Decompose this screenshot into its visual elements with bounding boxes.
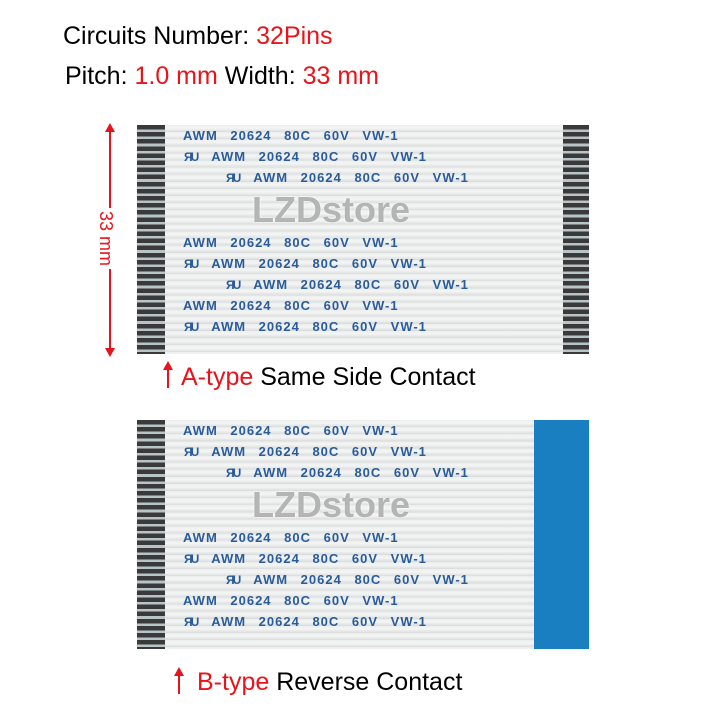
ul-mark-icon: ЯU — [184, 150, 199, 164]
description: Same Side Contact — [253, 363, 476, 391]
cable-print-row: ЯU AWM 20624 80C 60V VW-1 — [226, 465, 469, 480]
print-text: AWM 20624 80C 60V VW-1 — [253, 277, 469, 292]
cable-print-row: ЯU AWM 20624 80C 60V VW-1 — [226, 170, 469, 185]
watermark: LZDstore — [252, 189, 411, 230]
type: B-type — [197, 668, 270, 696]
print-text: AWM 20624 80C 60V VW-1 — [211, 149, 427, 164]
ul-mark-icon: ЯU — [226, 466, 241, 480]
print-text: AWM 20624 80C 60V VW-1 — [183, 298, 399, 313]
left-contacts — [137, 420, 165, 649]
cable-print-row: AWM 20624 80C 60V VW-1 — [183, 128, 399, 143]
print-text: AWM 20624 80C 60V VW-1 — [253, 170, 469, 185]
label: Circuits Number: — [63, 22, 257, 50]
ul-mark-icon: ЯU — [184, 552, 199, 566]
print-text: AWM 20624 80C 60V VW-1 — [253, 465, 469, 480]
print-text: AWM 20624 80C 60V VW-1 — [183, 128, 399, 143]
cable-print-row: ЯU AWM 20624 80C 60V VW-1 — [226, 572, 469, 587]
dimension-arrow-up — [105, 123, 115, 240]
ul-mark-icon: ЯU — [184, 320, 199, 334]
cable-print-row: AWM 20624 80C 60V VW-1 — [183, 530, 399, 545]
cable-print-row: ЯU AWM 20624 80C 60V VW-1 — [184, 614, 427, 629]
blue-stiffener — [534, 420, 589, 649]
value: 32Pins — [256, 22, 333, 50]
cable-print-row: ЯU AWM 20624 80C 60V VW-1 — [184, 149, 427, 164]
print-text: AWM 20624 80C 60V VW-1 — [183, 593, 399, 608]
description: Reverse Contact — [269, 668, 463, 696]
ul-mark-icon: ЯU — [184, 257, 199, 271]
left-contacts — [137, 125, 165, 354]
print-text: AWM 20624 80C 60V VW-1 — [253, 572, 469, 587]
cable-print-row: ЯU AWM 20624 80C 60V VW-1 — [184, 319, 427, 334]
watermark: LZDstore — [252, 484, 411, 525]
arrow-up-icon — [174, 667, 184, 694]
value: 1.0 mm — [134, 62, 218, 90]
arrow-up-icon — [163, 361, 173, 388]
cable-print-row: ЯU AWM 20624 80C 60V VW-1 — [184, 444, 427, 459]
cable-print-row: AWM 20624 80C 60V VW-1 — [183, 235, 399, 250]
cable-print-row: AWM 20624 80C 60V VW-1 — [183, 423, 399, 438]
type: A-type — [181, 363, 254, 391]
print-text: AWM 20624 80C 60V VW-1 — [211, 614, 427, 629]
cable-print-row: ЯU AWM 20624 80C 60V VW-1 — [184, 551, 427, 566]
cable-print-row: AWM 20624 80C 60V VW-1 — [183, 593, 399, 608]
ul-mark-icon: ЯU — [226, 278, 241, 292]
cable-print-row: ЯU AWM 20624 80C 60V VW-1 — [184, 256, 427, 271]
print-text: AWM 20624 80C 60V VW-1 — [211, 444, 427, 459]
print-text: AWM 20624 80C 60V VW-1 — [183, 423, 399, 438]
cable-print-row: ЯU AWM 20624 80C 60V VW-1 — [226, 277, 469, 292]
label: Width: — [217, 62, 303, 90]
print-text: AWM 20624 80C 60V VW-1 — [211, 256, 427, 271]
label: Pitch: — [65, 62, 135, 90]
ul-mark-icon: ЯU — [226, 573, 241, 587]
right-contacts — [563, 125, 589, 354]
b-type-label: B-type Reverse Contact — [197, 668, 462, 697]
ul-mark-icon: ЯU — [184, 615, 199, 629]
pitch-width: Pitch: 1.0 mm Width: 33 mm — [65, 62, 379, 91]
value: 33 mm — [302, 62, 379, 90]
print-text: AWM 20624 80C 60V VW-1 — [183, 235, 399, 250]
print-text: AWM 20624 80C 60V VW-1 — [211, 551, 427, 566]
ul-mark-icon: ЯU — [184, 445, 199, 459]
dimension-label: 33 mm — [95, 207, 117, 270]
print-text: AWM 20624 80C 60V VW-1 — [183, 530, 399, 545]
a-type-label: A-type Same Side Contact — [181, 363, 476, 392]
print-text: AWM 20624 80C 60V VW-1 — [211, 319, 427, 334]
ul-mark-icon: ЯU — [226, 171, 241, 185]
cable-print-row: AWM 20624 80C 60V VW-1 — [183, 298, 399, 313]
circuits-number: Circuits Number: 32Pins — [63, 22, 333, 51]
